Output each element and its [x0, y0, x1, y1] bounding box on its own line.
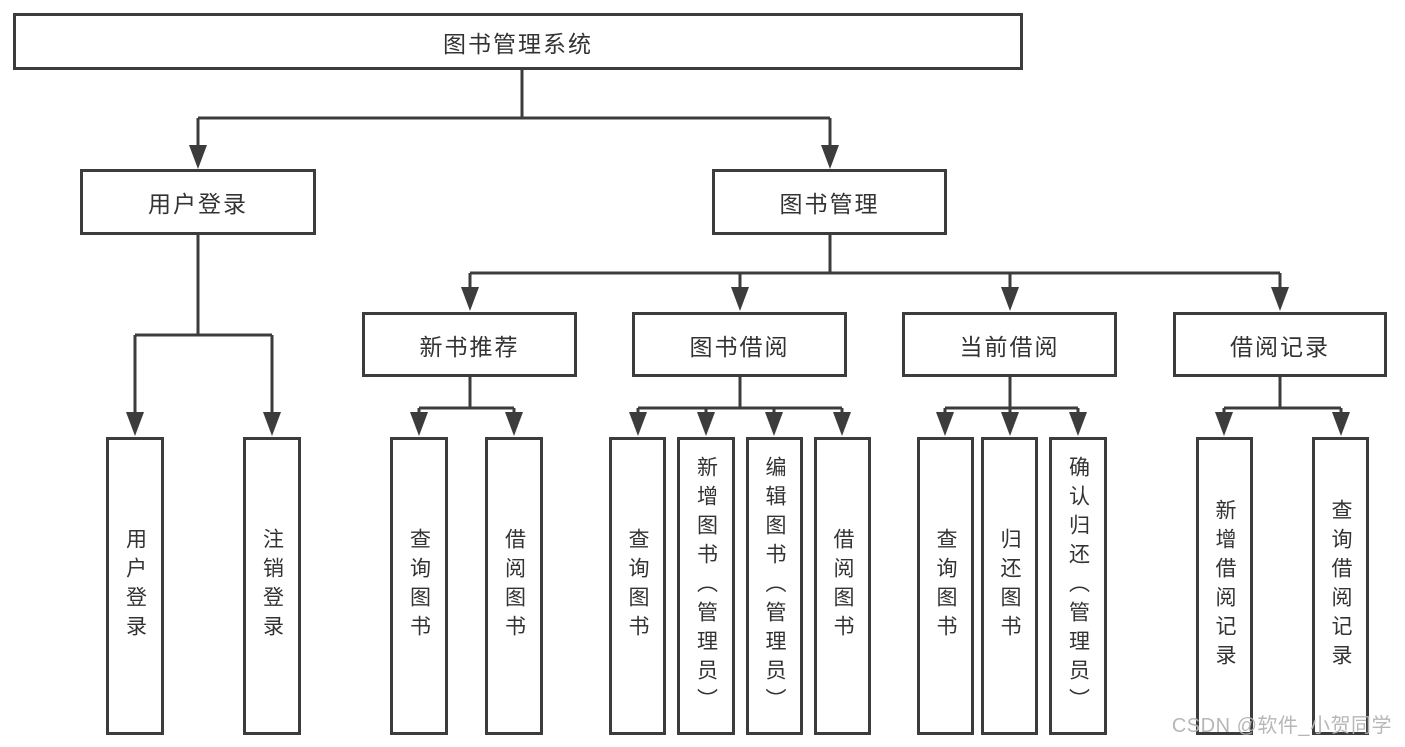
leaf-new-books-query-label: 查询图书: [407, 528, 431, 644]
leaf-borrow-query: 查询图书: [609, 437, 666, 735]
leaf-records-query: 查询借阅记录: [1312, 437, 1369, 735]
node-book-borrow: 图书借阅: [632, 312, 847, 377]
leaf-user-login: 用户登录: [106, 437, 164, 735]
node-new-books: 新书推荐: [362, 312, 577, 377]
leaf-current-query: 查询图书: [917, 437, 974, 735]
leaf-borrow-edit-label: 编辑图书（管理员）: [763, 455, 786, 717]
node-user-login: 用户登录: [80, 169, 316, 235]
leaf-user-login-label: 用户登录: [123, 528, 147, 644]
leaf-borrow-edit: 编辑图书（管理员）: [746, 437, 803, 735]
connector-root-to-level1: [196, 70, 832, 147]
leaf-new-books-borrow: 借阅图书: [485, 437, 543, 735]
leaf-borrow-book-label: 借阅图书: [831, 528, 854, 644]
leaf-current-return: 归还图书: [981, 437, 1038, 735]
node-borrow-records: 借阅记录: [1173, 312, 1387, 377]
leaf-borrow-book: 借阅图书: [814, 437, 871, 735]
arrowheads: [126, 145, 1350, 436]
connector-new-books-children: [417, 377, 516, 414]
connector-borrow-records-children: [1222, 377, 1343, 414]
leaf-current-confirm-return: 确认归还（管理员）: [1049, 437, 1107, 735]
watermark: CSDN @软件_小贺同学: [1171, 715, 1392, 737]
connector-book-borrow-children: [636, 377, 844, 414]
leaf-records-add-label: 新增借阅记录: [1213, 499, 1236, 673]
connector-book-mgmt-to-level2: [468, 234, 1282, 289]
leaf-new-books-borrow-label: 借阅图书: [502, 528, 526, 644]
leaf-borrow-add: 新增图书（管理员）: [677, 437, 735, 735]
leaf-records-add: 新增借阅记录: [1196, 437, 1253, 735]
leaf-borrow-query-label: 查询图书: [626, 528, 649, 644]
node-root-system: 图书管理系统: [13, 13, 1023, 70]
leaf-logout-label: 注销登录: [260, 528, 284, 644]
leaf-current-query-label: 查询图书: [934, 528, 957, 644]
leaf-borrow-add-label: 新增图书（管理员）: [694, 455, 718, 717]
leaf-current-confirm-return-label: 确认归还（管理员）: [1066, 455, 1090, 717]
leaf-logout: 注销登录: [243, 437, 301, 735]
connector-current-borrow-children: [943, 377, 1080, 414]
node-book-mgmt: 图书管理: [712, 169, 947, 235]
leaf-current-return-label: 归还图书: [998, 528, 1021, 644]
connector-user-login-children: [133, 234, 274, 414]
leaf-records-query-label: 查询借阅记录: [1329, 499, 1352, 673]
leaf-new-books-query: 查询图书: [390, 437, 448, 735]
node-current-borrow: 当前借阅: [902, 312, 1117, 377]
